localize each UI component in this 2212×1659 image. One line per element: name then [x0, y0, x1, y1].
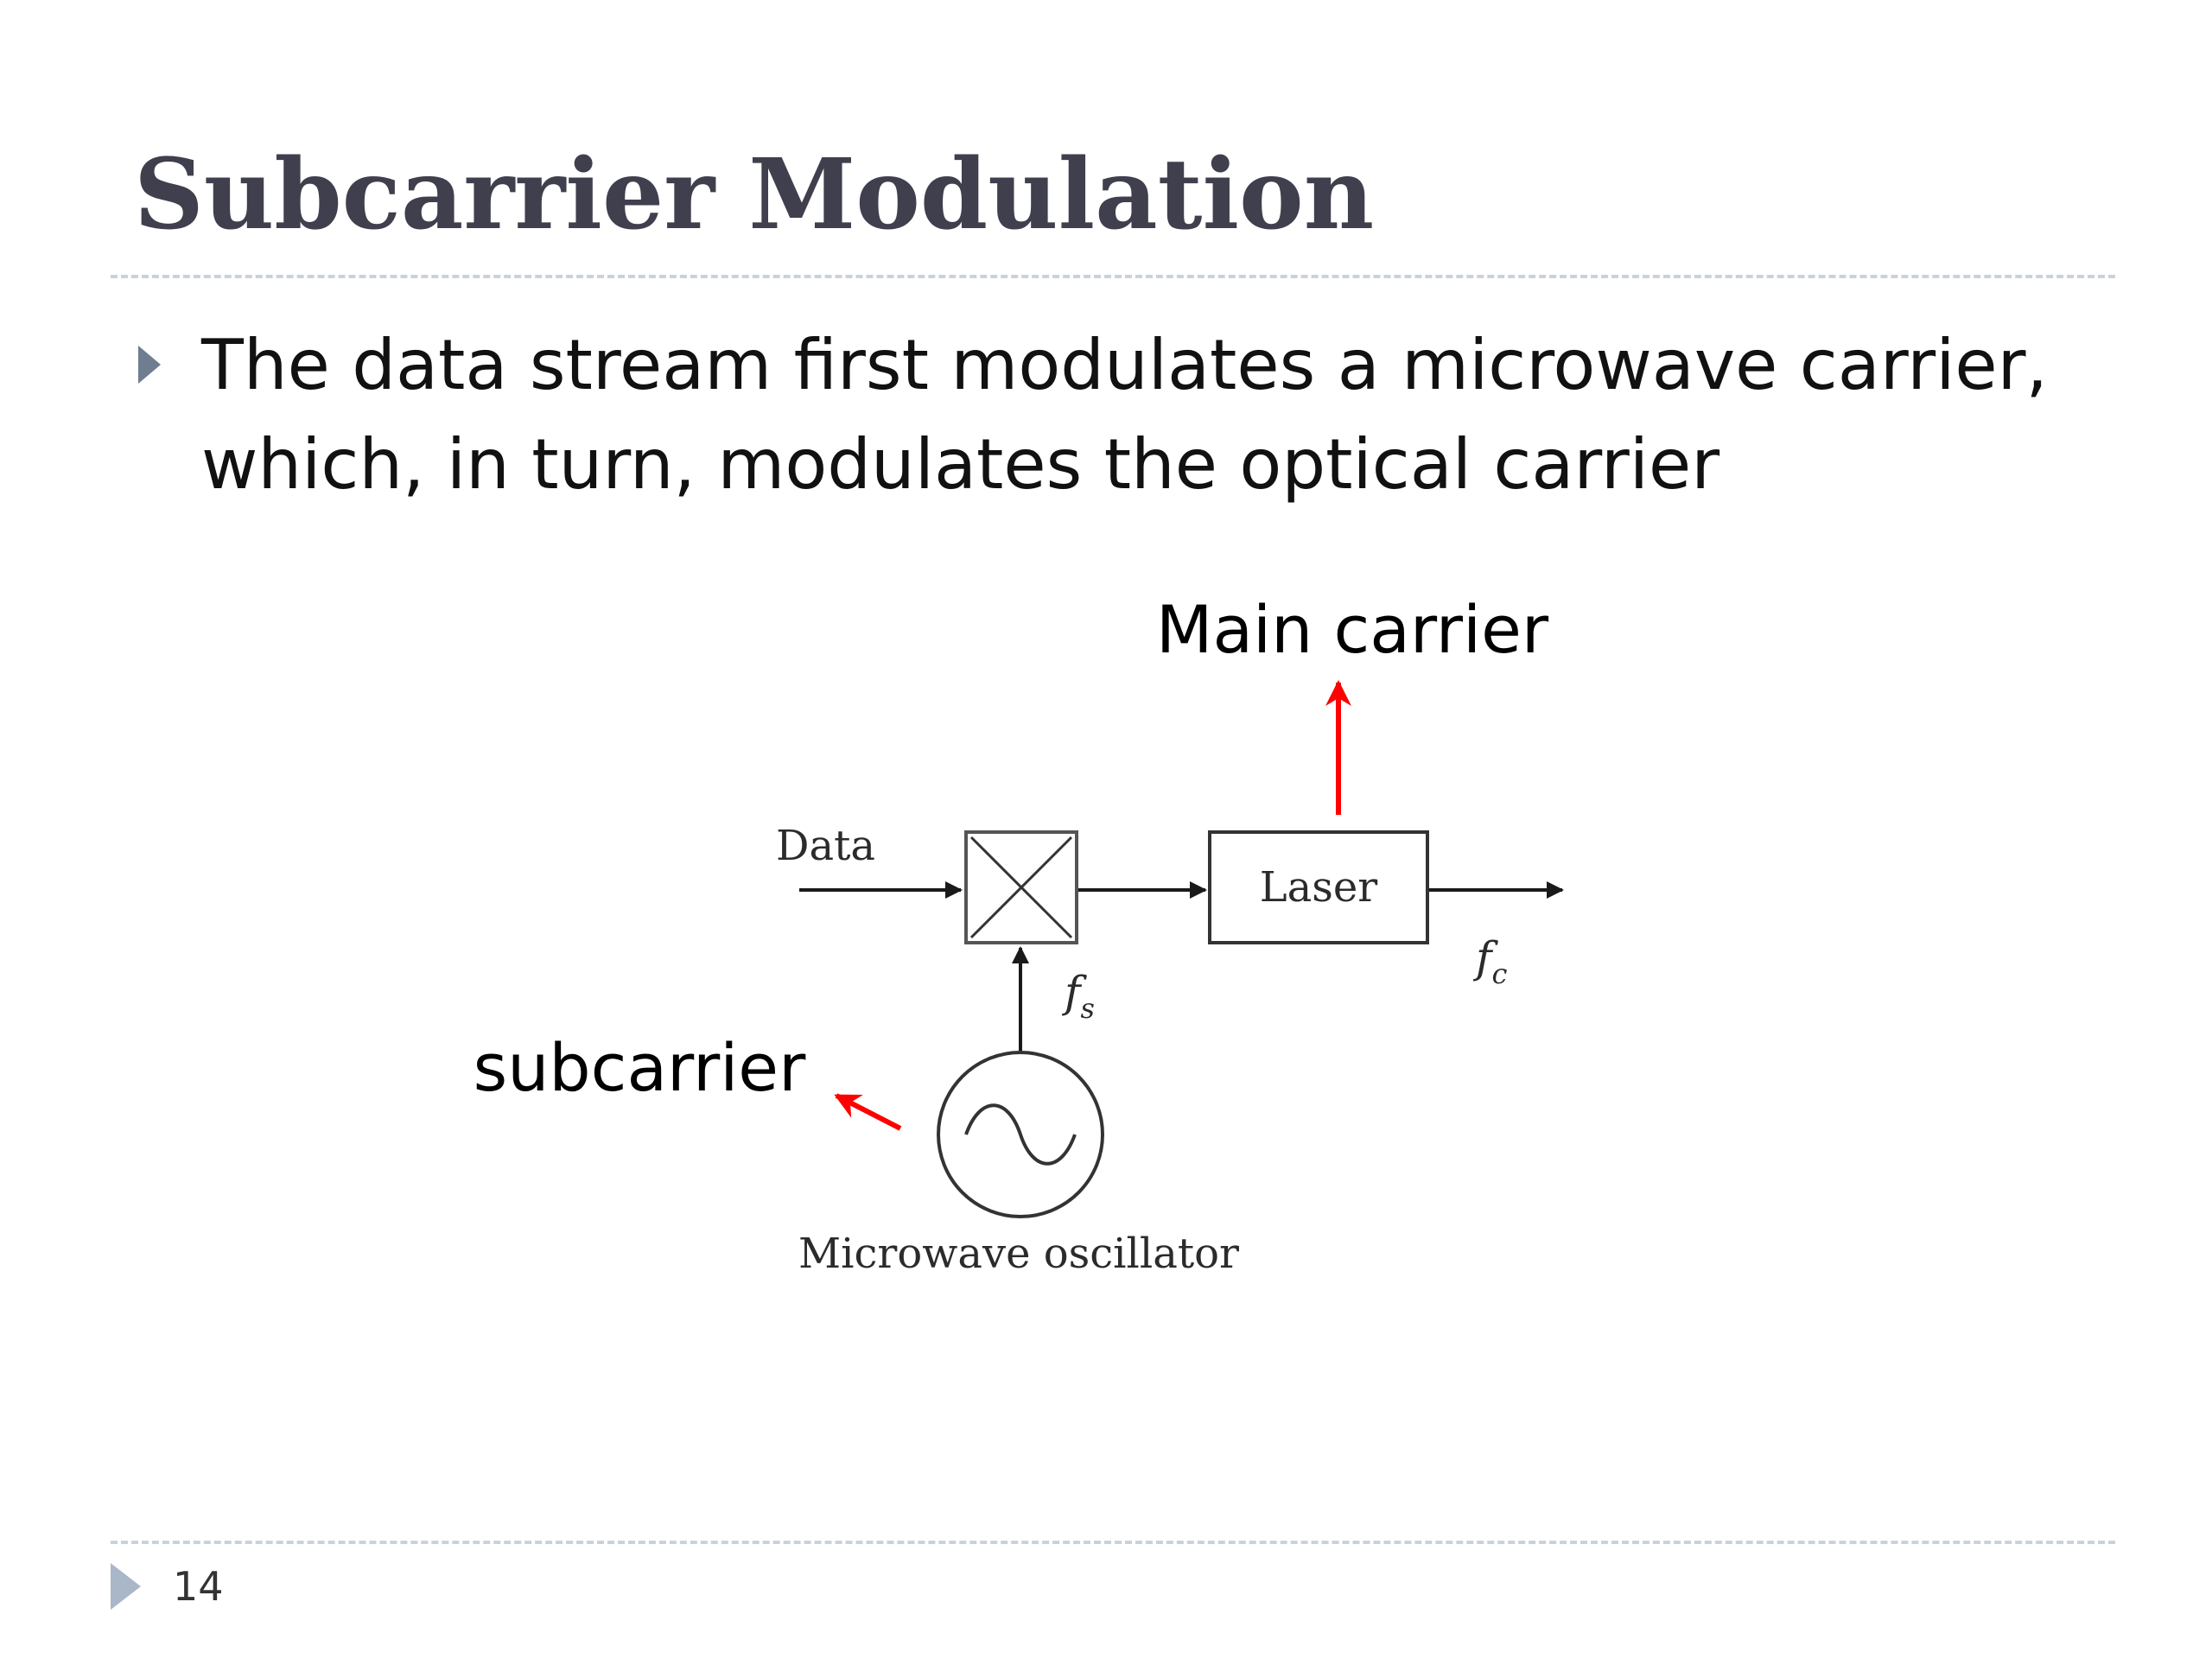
mixer-block	[964, 830, 1078, 944]
title-divider	[111, 275, 2115, 278]
footer-triangle-icon	[111, 1563, 141, 1610]
laser-box	[1208, 830, 1429, 944]
fs-subscript: s	[1081, 992, 1095, 1025]
sine-wave-icon	[964, 1103, 1077, 1166]
data-label: Data	[776, 822, 875, 870]
bullet-text: The data stream first modulates a microw…	[201, 325, 2048, 505]
slide-title: Subcarrier Modulation	[134, 138, 1375, 251]
subcarrier-arrow	[834, 1093, 902, 1131]
footer-divider	[111, 1541, 2115, 1544]
fc-label: fc	[1472, 932, 1508, 990]
subcarrier-annotation: subcarrier	[474, 1029, 806, 1106]
bullet-triangle-icon	[138, 346, 161, 384]
page-number: 14	[173, 1563, 224, 1610]
fc-subscript: c	[1492, 957, 1508, 990]
laser-label: Laser	[1260, 863, 1378, 912]
oscillator-block	[937, 1051, 1104, 1218]
laser-block: Laser	[1208, 830, 1429, 944]
main-carrier-annotation: Main carrier	[1156, 591, 1549, 668]
oscillator-label: Microwave oscillator	[798, 1230, 1239, 1278]
mixer-cross-2	[969, 836, 1073, 939]
fs-label: fs	[1061, 967, 1095, 1025]
